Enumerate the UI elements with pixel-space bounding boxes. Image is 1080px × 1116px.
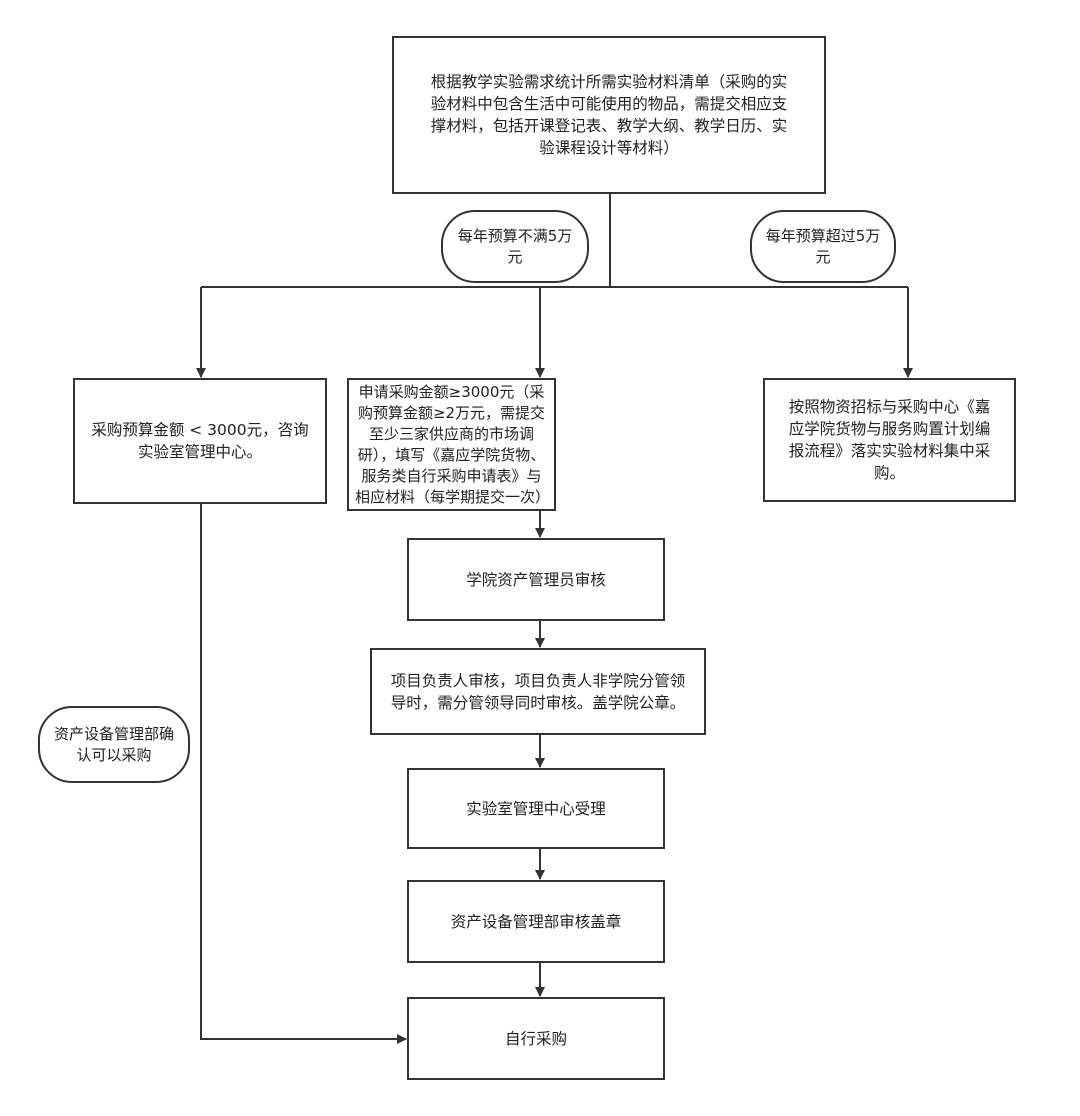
leader-review-node: 项目负责人审核，项目负责人非学院分管领导时，需分管领导同时审核。盖学院公章。 [370,648,706,735]
arrow [200,504,407,1044]
apply-node: 申请采购金额≥3000元（采购预算金额≥2万元，需提交至少三家供应商的市场调研）… [347,378,556,511]
small-purchase-node: 采购预算金额 < 3000元，咨询实验室管理中心。 [73,378,327,504]
condition-under-50k: 每年预算不满5万元 [441,210,589,283]
end-node: 自行采购 [407,997,665,1080]
condition-over-50k: 每年预算超过5万元 [750,210,896,283]
confirm-purchase-note: 资产设备管理部确认可以采购 [38,706,190,783]
lab-center-node: 实验室管理中心受理 [407,768,665,849]
asset-dept-stamp-node: 资产设备管理部审核盖章 [407,880,665,963]
central-purchase-node: 按照物资招标与采购中心《嘉应学院货物与服务购置计划编报流程》落实实验材料集中采购… [763,378,1016,502]
start-node: 根据教学实验需求统计所需实验材料清单（采购的实验材料中包含生活中可能使用的物品，… [392,36,826,194]
asset-admin-review-node: 学院资产管理员审核 [407,538,665,621]
